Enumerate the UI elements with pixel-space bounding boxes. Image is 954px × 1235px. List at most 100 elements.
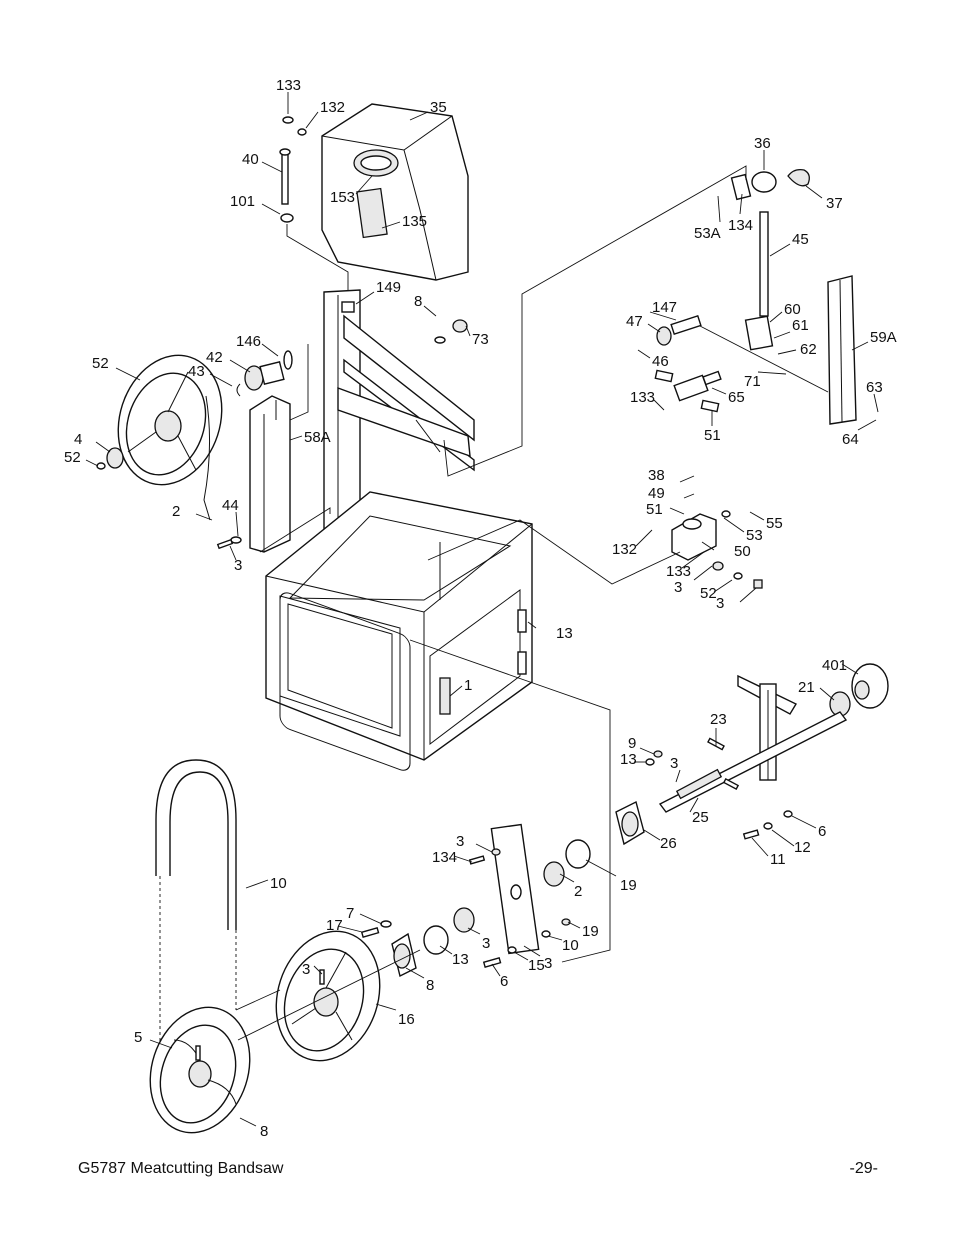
callout-label: 21 [798,679,815,696]
cabinet-base [265,491,533,771]
callout-label: 40 [242,151,259,168]
callout-label: 71 [744,373,761,390]
callout-label: 133 [666,563,691,580]
callout-label: 6 [500,973,508,990]
callout-label: 3 [302,961,310,978]
callout-label: 146 [236,333,261,350]
callout-label: 3 [716,595,724,612]
callout-label: 135 [402,213,427,230]
callout-label: 47 [626,313,643,330]
callout-label: 38 [648,467,665,484]
upper-guide-assembly [654,168,857,425]
callout-label: 36 [754,135,771,152]
reference-lines [235,165,829,1041]
callout-label: 25 [692,809,709,826]
callout-label: 3 [234,557,242,574]
callout-label: 13 [620,751,637,768]
callout-label: 12 [794,839,811,856]
callout-label: 149 [376,279,401,296]
callout-label: 55 [766,515,783,532]
callout-label: 73 [472,331,489,348]
callout-label: 53A [694,225,721,242]
callout-label: 3 [544,955,552,972]
callout-label: 62 [800,341,817,358]
callout-label: 133 [276,77,301,94]
callout-label: 3 [482,935,490,952]
page-number: -29- [849,1160,878,1177]
fasteners [216,116,793,968]
callout-label: 26 [660,835,677,852]
callout-label: 19 [582,923,599,940]
callout-label: 3 [456,833,464,850]
callout-label: 46 [652,353,669,370]
callout-label: 42 [206,349,223,366]
callout-label: 45 [792,231,809,248]
callout-label: 49 [648,485,665,502]
callout-label: 52 [64,449,81,466]
callout-label: 10 [562,937,579,954]
callout-label: 52 [92,355,109,372]
callout-label: 101 [230,193,255,210]
callout-label: 3 [670,755,678,772]
callout-label: 4 [74,431,82,448]
callout-label: 7 [346,905,354,922]
callout-label: 13 [556,625,573,642]
callout-label: 50 [734,543,751,560]
callout-label: 52 [700,585,717,602]
callout-label: 8 [414,293,422,310]
callout-label: 153 [330,189,355,206]
callout-label: 132 [320,99,345,116]
callout-label: 43 [188,363,205,380]
callouts: 133 132 35 40 153 101 135 36 37 53A 134 … [64,77,897,1140]
stud-and-washer [279,148,349,290]
callout-label: 5 [134,1029,142,1046]
callout-label: 23 [710,711,727,728]
callout-label: 401 [822,657,847,674]
callout-label: 1 [464,677,472,694]
callout-label: 51 [646,501,663,518]
bandsaw-blade [155,759,237,1046]
callout-label: 2 [172,503,180,520]
callout-label: 3 [674,579,682,596]
callout-label: 65 [728,389,745,406]
callout-label: 63 [866,379,883,396]
callout-label: 35 [430,99,447,116]
callout-label: 8 [426,977,434,994]
callout-label: 64 [842,431,859,448]
callout-label: 134 [728,217,753,234]
callout-label: 10 [270,875,287,892]
bearing-housings [391,800,645,978]
callout-label: 44 [222,497,239,514]
callout-label: 9 [628,735,636,752]
callout-label: 58A [304,429,331,446]
callout-label: 132 [612,541,637,558]
callout-label: 133 [630,389,655,406]
lower-shaft-assembly [658,663,889,813]
callout-label: 8 [260,1123,268,1140]
tension-bracket-assembly [671,510,763,589]
callout-label: 134 [432,849,457,866]
blade-guard [249,395,291,553]
callout-label: 16 [398,1011,415,1028]
callout-label: 61 [792,317,809,334]
lower-drive-wheel [275,930,381,1062]
callout-label: 19 [620,877,637,894]
footer-title: G5787 Meatcutting Bandsaw [78,1160,284,1177]
callout-label: 11 [770,851,786,868]
callout-label: 60 [784,301,801,318]
callout-label: 51 [704,427,721,444]
callout-label: 15 [528,957,545,974]
callout-label: 13 [452,951,469,968]
callout-label: 6 [818,823,826,840]
callout-label: 147 [652,299,677,316]
upper-axle-parts [96,350,293,470]
callout-label: 59A [870,329,897,346]
callout-label: 37 [826,195,843,212]
callout-label: 2 [574,883,582,900]
upper-wheel-cover [321,103,469,281]
lower-idler-wheel [149,1006,251,1134]
callout-label: 17 [326,917,343,934]
upper-wheel [117,354,223,521]
callout-label: 53 [746,527,763,544]
